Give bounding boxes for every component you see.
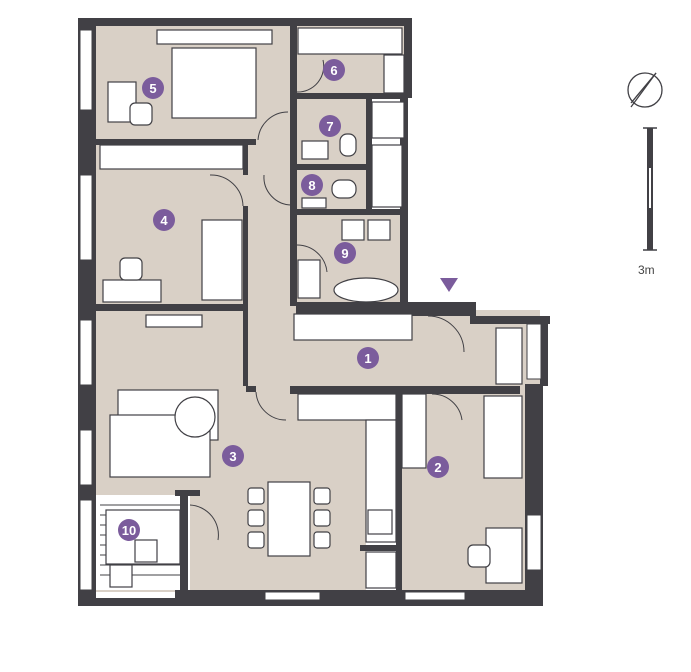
wardrobe-room-6: [297, 27, 403, 55]
chair-room-5: [129, 102, 153, 126]
bathtub: [333, 277, 399, 303]
coffee-table: [174, 396, 216, 438]
desk-room-2: [485, 527, 523, 584]
room-4-badge: 4: [153, 209, 175, 231]
kitchen-counter-top: [297, 393, 397, 421]
single-bed-room-4: [201, 219, 243, 301]
room-8-badge: 8: [301, 174, 323, 196]
wall-bathroom-left: [290, 26, 297, 306]
room-2-badge: 2: [427, 456, 449, 478]
sofa: [109, 414, 211, 478]
wall-bottom: [175, 590, 540, 606]
windows: [79, 29, 542, 601]
furniture: [99, 27, 523, 589]
room-6-badge: 6: [323, 59, 345, 81]
room-1-badge: 1: [357, 347, 379, 369]
room-3-badge: 3: [222, 445, 244, 467]
toilet-room-7: [339, 133, 357, 157]
shower: [371, 101, 405, 139]
desk-room-4: [102, 279, 162, 303]
room-5-badge: 5: [142, 77, 164, 99]
wardrobe-room-4: [99, 144, 244, 170]
sink-room-8: [301, 197, 327, 209]
toilet-room-8: [331, 179, 357, 199]
wardrobe-room-2: [401, 393, 427, 469]
hall-wardrobe: [293, 313, 413, 341]
room-9-badge: 9: [334, 242, 356, 264]
entrance-triangle-icon: [440, 278, 458, 292]
scale-label: 3m: [638, 263, 655, 277]
north-arrow-icon: [627, 72, 663, 108]
single-bed-room-2: [483, 395, 523, 479]
doors: [189, 59, 465, 541]
double-bed: [171, 47, 257, 119]
dining-table: [267, 481, 311, 557]
room-7-badge: 7: [319, 115, 341, 137]
sink-room-7: [301, 140, 329, 160]
scale-bar: [643, 127, 657, 251]
wall-top: [78, 18, 412, 26]
room-10-badge: 10: [118, 519, 140, 541]
double-sink: [367, 219, 391, 241]
